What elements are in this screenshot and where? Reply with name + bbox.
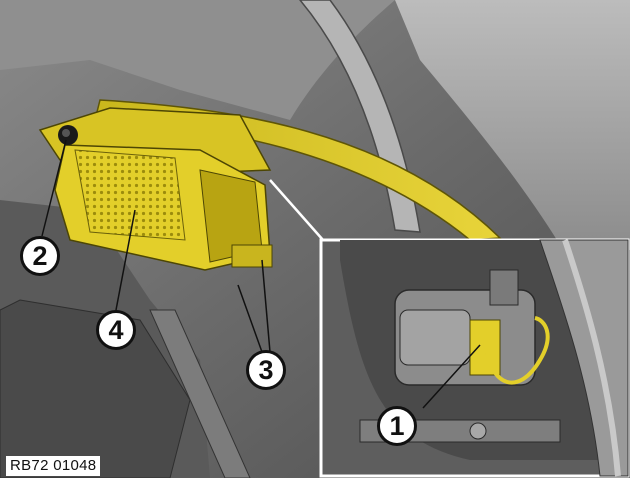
callout-1: 1 bbox=[377, 406, 417, 446]
figure-id-label: RB72 01048 bbox=[6, 456, 101, 476]
mount-clip bbox=[231, 244, 273, 268]
leader-line-4 bbox=[115, 209, 136, 311]
callout-2: 2 bbox=[20, 236, 60, 276]
rear-panel bbox=[395, 0, 630, 250]
lower-tray bbox=[0, 299, 191, 478]
upper-trim bbox=[0, 0, 395, 120]
connector-face bbox=[74, 149, 186, 241]
leader-line-3a bbox=[237, 284, 263, 353]
callout-3: 3 bbox=[246, 350, 286, 390]
inset-connector-line bbox=[269, 179, 324, 241]
leader-line-2 bbox=[41, 139, 67, 237]
bracket-arm bbox=[149, 309, 251, 478]
leader-line-3b bbox=[261, 259, 271, 353]
mount-screw-highlight bbox=[62, 129, 70, 137]
leader-line-1 bbox=[422, 344, 481, 409]
callout-4: 4 bbox=[96, 310, 136, 350]
inset-detail bbox=[319, 238, 630, 478]
